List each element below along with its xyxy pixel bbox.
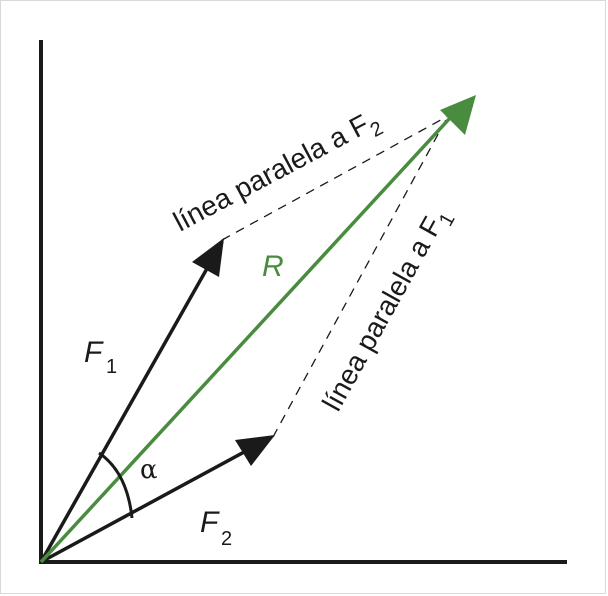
resultant-vector-arrow: [39, 116, 452, 564]
parallel-line-to-f2: [221, 115, 449, 241]
resultant-label: R: [262, 250, 284, 283]
f1-arrowhead: [192, 238, 224, 277]
resultant-arrowhead: [440, 95, 476, 135]
f1-vector-arrow: [39, 241, 224, 563]
angle-alpha-label: α: [140, 455, 158, 485]
parallel-line-to-f1: [272, 115, 449, 438]
angle-arc: [98, 451, 134, 519]
parallel-f1-label: línea paralela a F1: [316, 202, 460, 419]
f2-vector-arrow: [40, 436, 271, 564]
f2-arrowhead: [235, 435, 275, 466]
